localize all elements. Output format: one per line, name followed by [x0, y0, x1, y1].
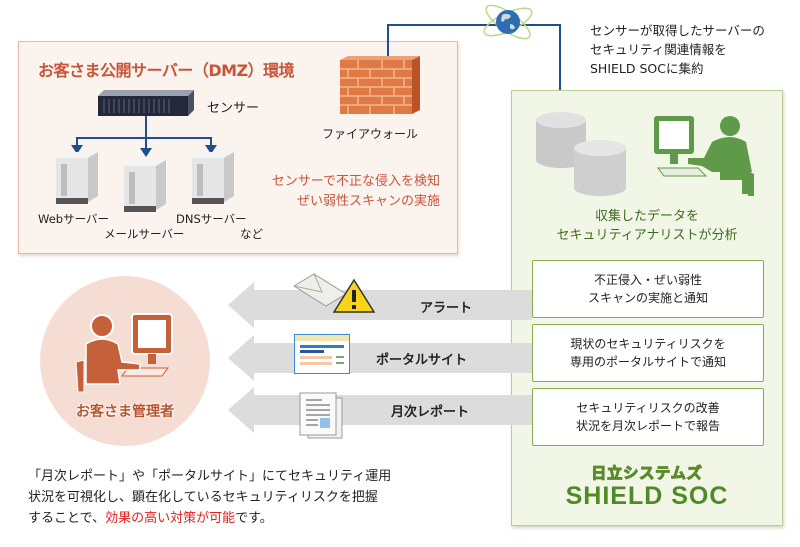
dns-server-label: DNSサーバー — [176, 212, 247, 226]
report-arrow-band — [252, 395, 532, 425]
soc-brand-company: 日立システムズ — [591, 463, 703, 482]
service-box-portal: 現状のセキュリティリスクを 専用のポータルサイトで通知 — [532, 324, 764, 382]
mail-server-label: メールサーバー — [104, 227, 185, 241]
alert-mail-icon — [293, 273, 376, 313]
customer-admin-label: お客さま管理者 — [76, 404, 174, 420]
service-box-report: セキュリティリスクの改善 状況を月次レポートで報告 — [532, 388, 764, 446]
alert-arrowhead — [228, 282, 254, 328]
collect-note: センサーが取得したサーバーの セキュリティ関連情報を SHIELD SOCに集約 — [590, 21, 765, 78]
soc-brand-logo: SHIELD SOC — [565, 482, 729, 510]
dmz-note-line: センサーで不正な侵入を検知 — [271, 174, 440, 189]
service-line: セキュリティリスクの改善 — [576, 401, 720, 415]
globe-icon — [483, 4, 533, 40]
summary-text: 「月次レポート」や「ポータルサイト」にてセキュリティ運用 状況を可視化し、顕在化… — [28, 466, 391, 529]
summary-text-plain: です。 — [235, 511, 273, 526]
security-analyst-icon — [654, 116, 754, 196]
database-icon — [536, 112, 626, 196]
report-channel-label: 月次レポート — [391, 405, 470, 420]
web-arrowhead — [71, 145, 83, 154]
mail-server-icon — [124, 160, 166, 212]
collect-note-line: センサーが取得したサーバーの — [590, 23, 765, 38]
soc-analysis-line: セキュリティアナリストが分析 — [556, 228, 738, 243]
portal-arrowhead — [228, 335, 254, 381]
customer-admin-icon — [75, 313, 173, 393]
service-box-alert: 不正侵入・ぜい弱性 スキャンの実施と通知 — [532, 260, 764, 318]
summary-line: 状況を可視化し、顕在化しているセキュリティリスクを把握 — [28, 490, 378, 505]
admin-circle — [40, 276, 210, 446]
summary-highlight: 効果の高い対策が可能 — [105, 511, 236, 526]
service-line: 現状のセキュリティリスクを — [570, 337, 726, 351]
summary-text-plain: することで、 — [28, 511, 106, 526]
mail-arrowhead — [140, 148, 152, 157]
collect-note-line: セキュリティ関連情報を — [590, 42, 727, 57]
portal-channel-label: ポータルサイト — [376, 353, 468, 368]
report-arrowhead — [228, 387, 254, 433]
dns-arrowhead — [205, 145, 217, 154]
alert-channel-label: アラート — [420, 301, 473, 316]
service-line: スキャンの実施と通知 — [587, 291, 708, 305]
report-document-icon — [299, 392, 343, 439]
dmz-note-line: ぜい弱性スキャンの実施 — [296, 194, 440, 209]
soc-analysis-line: 収集したデータを — [594, 209, 699, 224]
service-line: 専用のポータルサイトで通知 — [569, 355, 726, 369]
sensor-label: センサー — [207, 101, 260, 116]
sensor-appliance-icon — [98, 90, 194, 116]
alert-arrow-band — [252, 290, 532, 320]
firewall-to-soc-line — [387, 24, 561, 100]
dmz-detection-note: センサーで不正な侵入を検知 ぜい弱性スキャンの実施 — [250, 172, 440, 212]
collect-note-line: SHIELD SOCに集約 — [590, 61, 704, 76]
summary-line: 「月次レポート」や「ポータルサイト」にてセキュリティ運用 — [28, 469, 392, 484]
sensor-branch-line — [76, 137, 212, 148]
service-line: 状況を月次レポートで報告 — [575, 419, 720, 433]
service-line: 不正侵入・ぜい弱性 — [593, 273, 702, 287]
firewall-icon — [340, 56, 420, 114]
soc-analysis-caption: 収集したデータを セキュリティアナリストが分析 — [520, 207, 774, 245]
dmz-title: お客さま公開サーバー（DMZ）環境 — [38, 61, 295, 80]
firewall-label: ファイアウォール — [322, 127, 419, 141]
web-server-label: Webサーバー — [38, 212, 109, 226]
summary-line: することで、効果の高い対策が可能です。 — [28, 508, 391, 529]
dns-server-icon — [192, 152, 234, 204]
web-server-icon — [56, 152, 98, 204]
servers-etc-label: など — [240, 227, 263, 241]
portal-window-icon — [294, 334, 350, 374]
